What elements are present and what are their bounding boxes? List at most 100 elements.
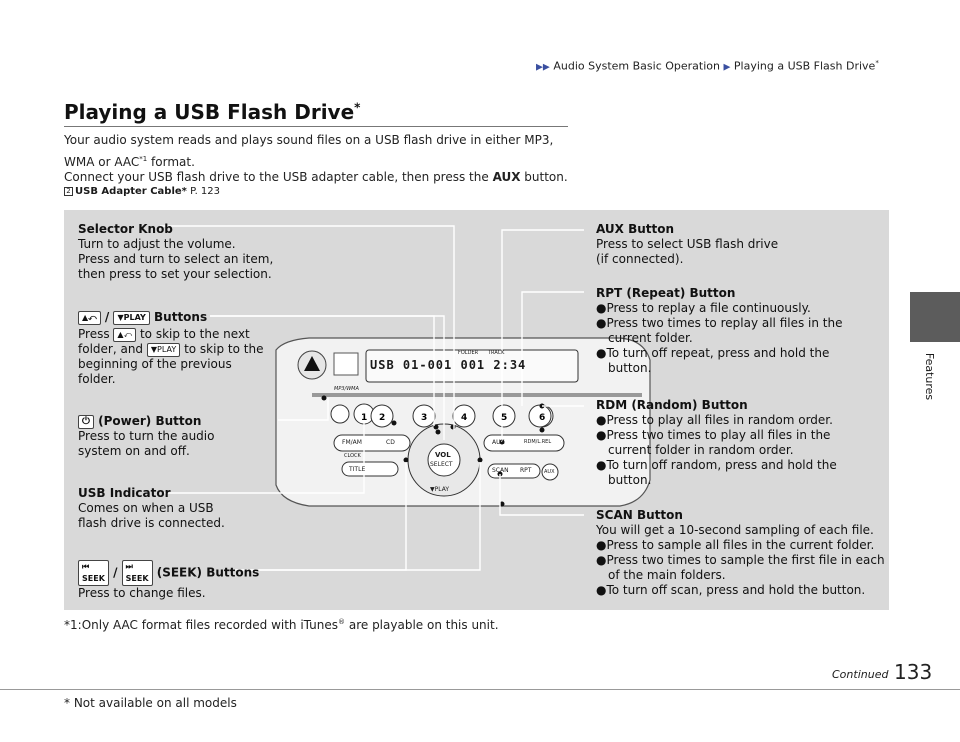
callout-heading: (Power) Button bbox=[98, 414, 202, 428]
aux-label[interactable]: AUX bbox=[492, 439, 505, 446]
aux-round-label[interactable]: AUX bbox=[544, 469, 555, 475]
callout-text: to skip to the bbox=[184, 342, 264, 356]
title-label[interactable]: TITLE bbox=[349, 466, 366, 473]
breadcrumb-part-2[interactable]: Playing a USB Flash Drive bbox=[733, 59, 876, 73]
callout-heading: Buttons bbox=[154, 310, 208, 324]
preset-6-label[interactable]: 6 bbox=[539, 413, 545, 423]
callout-bullet: ●Press to play all files in random order… bbox=[596, 413, 833, 427]
callout-bullet: ●To turn off repeat, press and hold the … bbox=[596, 346, 830, 375]
preset-4-label[interactable]: 4 bbox=[461, 413, 467, 423]
folder-label: FOLDER bbox=[458, 350, 479, 356]
display-readout: USB 01-001 001 2:34 bbox=[370, 358, 527, 372]
reference-label[interactable]: USB Adapter Cable bbox=[75, 186, 182, 197]
play-label[interactable]: ▼PLAY bbox=[430, 486, 450, 493]
page-title: Playing a USB Flash Drive* bbox=[64, 100, 360, 124]
title-button bbox=[341, 461, 399, 477]
intro-text: button. bbox=[520, 170, 568, 184]
footnote-text: Only AAC format files recorded with iTun… bbox=[81, 618, 339, 632]
slot-panel bbox=[333, 352, 359, 376]
seek-back-icon: ⏮SEEK bbox=[78, 560, 109, 586]
callout-bullet: ●To turn off scan, press and hold the bu… bbox=[596, 583, 866, 597]
aux-callout: AUX Button Press to select USB flash dri… bbox=[596, 222, 778, 267]
arrow-icon: ▶ bbox=[723, 62, 731, 73]
preset-5-label[interactable]: 5 bbox=[501, 413, 507, 423]
seek-forward-icon: ⏭SEEK bbox=[121, 560, 153, 586]
play-icon: ▼PLAY bbox=[113, 310, 150, 325]
callout-bullet: ●Press to sample all files in the curren… bbox=[596, 538, 875, 552]
page-title-star: * bbox=[354, 100, 361, 115]
reference-icon: 2 bbox=[64, 186, 73, 196]
power-icon: ⏻ bbox=[78, 414, 94, 429]
cd-slot bbox=[312, 393, 642, 397]
intro-line-3: Connect your USB flash drive to the USB … bbox=[64, 169, 568, 185]
skip-callout: ▲⤺ / ▼PLAY Buttons Press ▲⤺ to skip to t… bbox=[78, 310, 278, 387]
scan-label[interactable]: SCAN bbox=[492, 467, 509, 474]
mp3-label: MP3/WMA bbox=[334, 386, 359, 392]
fm-am-label[interactable]: FM/AM bbox=[342, 439, 362, 446]
callout-heading: RDM (Random) Button bbox=[596, 398, 748, 412]
display-window bbox=[365, 349, 579, 383]
cd-label[interactable]: CD bbox=[386, 439, 395, 446]
clock-label: CLOCK bbox=[344, 453, 361, 459]
connector-lines bbox=[160, 225, 584, 571]
preset-2-label[interactable]: 2 bbox=[379, 413, 385, 423]
footnote-text: are playable on this unit. bbox=[345, 618, 499, 632]
continued-label: Continued bbox=[832, 668, 889, 681]
callout-heading: Selector Knob bbox=[78, 222, 173, 236]
breadcrumb-part-1[interactable]: Audio System Basic Operation bbox=[553, 59, 720, 73]
aux-keyword: AUX bbox=[492, 170, 521, 184]
callout-text: system on and off. bbox=[78, 444, 190, 458]
callout-text: Turn to adjust the volume. bbox=[78, 237, 236, 251]
selector-callout: Selector Knob Turn to adjust the volume.… bbox=[78, 222, 273, 282]
callout-sep: / bbox=[104, 310, 110, 324]
play-icon: ▼PLAY bbox=[146, 342, 181, 357]
section-label: Features bbox=[918, 353, 938, 406]
rdm-callout: RDM (Random) Button ●Press to play all f… bbox=[596, 398, 858, 488]
power-button bbox=[330, 404, 350, 424]
callout-text: Press to turn the audio bbox=[78, 429, 215, 443]
callout-text: folder. bbox=[78, 372, 116, 386]
callout-bullet: ●Press to replay a file continuously. bbox=[596, 301, 811, 315]
title-divider bbox=[64, 126, 568, 127]
scan-callout: SCAN Button You will get a 10-second sam… bbox=[596, 508, 886, 598]
callout-bullet: ●To turn off random, press and hold the … bbox=[596, 458, 837, 487]
intro-text: Connect your USB flash drive to the USB … bbox=[64, 170, 493, 184]
folder-up-icon: ▲⤺ bbox=[113, 327, 137, 342]
preset-3-label[interactable]: 3 bbox=[421, 413, 427, 423]
intro-text: format. bbox=[147, 155, 195, 169]
callout-text: then press to set your selection. bbox=[78, 267, 272, 281]
page-number: 133 bbox=[894, 660, 933, 684]
rdm-label[interactable]: RDM/L.REL bbox=[524, 439, 552, 445]
page-title-text: Playing a USB Flash Drive bbox=[64, 100, 355, 124]
callout-heading: (SEEK) Buttons bbox=[156, 565, 260, 580]
selector-knob bbox=[427, 443, 461, 477]
breadcrumb: ▶▶ Audio System Basic Operation ▶ Playin… bbox=[536, 59, 879, 73]
callout-text: Press to change files. bbox=[78, 586, 206, 600]
registered-mark: ® bbox=[338, 618, 346, 626]
callout-text: flash drive is connected. bbox=[78, 516, 225, 530]
intro-text: WMA or AAC bbox=[64, 155, 140, 169]
callout-text: (if connected). bbox=[596, 252, 684, 266]
callout-sep: / bbox=[113, 565, 118, 580]
rpt-label[interactable]: RPT bbox=[520, 467, 532, 474]
select-label[interactable]: SELECT bbox=[430, 461, 453, 468]
vol-label[interactable]: VOL bbox=[435, 451, 451, 459]
hazard-icon bbox=[304, 356, 320, 371]
aux-rdm-button bbox=[483, 434, 565, 452]
footnote: *1:Only AAC format files recorded with i… bbox=[64, 618, 499, 632]
footnote-marker: *1: bbox=[64, 618, 82, 632]
callout-text: Press to select USB flash drive bbox=[596, 237, 779, 251]
callout-text: Press and turn to select an item, bbox=[78, 252, 274, 266]
preset-1-label[interactable]: 1 bbox=[361, 413, 367, 423]
callout-heading: AUX Button bbox=[596, 222, 675, 236]
callout-text: to skip to the next bbox=[139, 327, 250, 341]
callout-bullet: ●Press two times to play all files in th… bbox=[596, 428, 831, 457]
folder-up-icon: ▲⤺ bbox=[78, 310, 101, 325]
callout-text: You will get a 10-second sampling of eac… bbox=[596, 523, 874, 537]
section-tab bbox=[910, 292, 960, 342]
reference-page[interactable]: P. 123 bbox=[190, 186, 221, 197]
rpt-callout: RPT (Repeat) Button ●Press to replay a f… bbox=[596, 286, 858, 376]
callout-bullet: ●Press two times to replay all files in … bbox=[596, 316, 843, 345]
